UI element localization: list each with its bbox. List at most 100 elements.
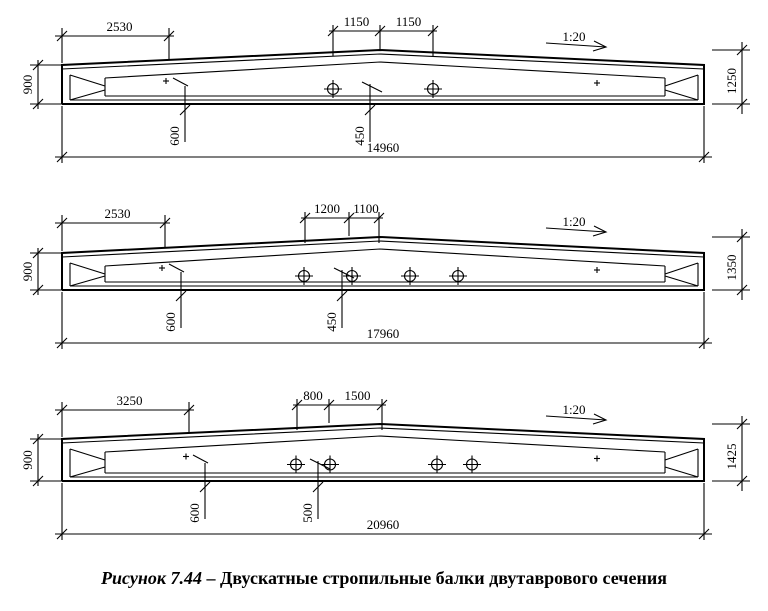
- end-height-label: 900: [20, 450, 35, 470]
- end-left-haunch-bot: [69, 275, 106, 287]
- slope-arrow-head: [592, 40, 608, 52]
- top-flange-inner: [61, 53, 705, 70]
- web-top-line: [104, 61, 666, 79]
- slope-label: 1:20: [562, 214, 585, 229]
- web-hole-1: [324, 80, 342, 98]
- mid-height-tick-bot: [736, 284, 748, 296]
- length-dim-tick-2: [698, 151, 710, 163]
- top-dim-tick-3: [427, 25, 439, 37]
- top-flange-inner: [61, 240, 705, 258]
- left-dim-tick-1: [56, 217, 68, 229]
- leader-2-label: 450: [352, 126, 367, 146]
- leader-2-tick: [312, 481, 324, 493]
- left-dim-label: 3250: [117, 393, 143, 408]
- leader-2-label: 500: [300, 503, 315, 523]
- top-dim-label-2: 1100: [353, 201, 379, 216]
- mid-height-tick-bot: [736, 98, 748, 110]
- leader-1-label: 600: [167, 126, 182, 146]
- end-right-haunch-bot: [664, 466, 699, 478]
- end-height-tick-bot: [32, 98, 44, 110]
- length-dim-tick-1: [56, 528, 68, 540]
- mid-height-label: 1250: [724, 68, 739, 94]
- end-right-haunch-top: [664, 448, 699, 461]
- beam-outline: [61, 422, 705, 482]
- leader-2-tick: [364, 104, 376, 116]
- top-dim-tick-2: [323, 399, 335, 411]
- mid-height-tick-bot: [736, 475, 748, 487]
- mid-height-tick-top: [736, 44, 748, 56]
- web-top-line: [104, 435, 666, 453]
- slope-label: 1:20: [562, 29, 585, 44]
- top-dim-tick-2: [343, 212, 355, 224]
- end-height-tick-bot: [32, 284, 44, 296]
- top-dim-label-2: 1150: [396, 14, 422, 29]
- end-left-haunch-top: [69, 448, 106, 461]
- web-hole-4: [449, 267, 467, 285]
- length-label: 14960: [367, 140, 400, 155]
- end-height-tick-top: [32, 247, 44, 259]
- mid-height-tick-top: [736, 231, 748, 243]
- slope-label: 1:20: [562, 402, 585, 417]
- slope-arrow-shaft: [545, 42, 607, 48]
- end-right-haunch-top: [664, 74, 699, 87]
- top-dim-label-1: 800: [303, 388, 323, 403]
- top-dim-tick-1: [327, 25, 339, 37]
- leader-2-top: [361, 81, 383, 93]
- leader-1-label: 600: [163, 312, 178, 332]
- end-height-label: 900: [20, 75, 35, 95]
- top-flange-inner: [61, 427, 705, 444]
- insert-mark-2: [594, 455, 600, 462]
- web-hole-1: [295, 267, 313, 285]
- web-hole-1: [287, 455, 305, 474]
- left-dim-tick-1: [56, 404, 68, 416]
- leader-1-top: [168, 263, 185, 273]
- leader-1-tick: [175, 290, 187, 302]
- insert-mark-2: [594, 80, 600, 86]
- caption-label: Рисунок 7.44: [101, 568, 203, 588]
- end-right-haunch-bot: [664, 89, 699, 101]
- end-right-haunch-top: [664, 262, 699, 275]
- top-dim-label-1: 1150: [344, 14, 370, 29]
- top-dim-label-2: 1500: [345, 388, 371, 403]
- end-left-haunch-bot: [69, 89, 106, 101]
- leader-1-top: [172, 77, 189, 87]
- leader-2-label: 450: [324, 312, 339, 332]
- top-dim-tick-2: [374, 25, 386, 37]
- length-label: 17960: [367, 326, 400, 341]
- end-height-tick-top: [32, 59, 44, 71]
- web-hole-2: [424, 80, 442, 98]
- slope-arrow-shaft: [545, 415, 607, 421]
- end-height-label: 900: [20, 262, 35, 282]
- end-left-haunch-top: [69, 74, 106, 87]
- insert-mark-1: [183, 453, 189, 460]
- leader-1-label: 600: [187, 503, 202, 523]
- leader-1-tick: [199, 481, 211, 493]
- length-dim-tick-2: [698, 528, 710, 540]
- caption-text: Двускатные стропильные балки двутавровог…: [220, 568, 667, 588]
- length-dim-tick-1: [56, 337, 68, 349]
- top-dim-label-1: 1200: [314, 201, 340, 216]
- insert-mark-1: [159, 265, 165, 271]
- mid-height-label: 1350: [724, 255, 739, 281]
- left-dim-tick-2: [159, 217, 171, 229]
- insert-mark-1: [163, 78, 169, 84]
- leader-2-top: [309, 458, 331, 470]
- end-left-haunch-bot: [69, 466, 106, 478]
- insert-mark-2: [594, 267, 600, 273]
- web-hole-2: [321, 455, 339, 474]
- length-dim-tick-2: [698, 337, 710, 349]
- web-hole-3: [428, 455, 446, 474]
- web-hole-3: [401, 267, 419, 285]
- top-dim-tick-1: [299, 212, 311, 224]
- top-dim-tick-3: [376, 399, 388, 411]
- slope-arrow-head: [592, 413, 608, 425]
- length-label: 20960: [367, 517, 400, 532]
- end-right-haunch-bot: [664, 275, 699, 287]
- length-dim-tick-1: [56, 151, 68, 163]
- slope-arrow-shaft: [545, 227, 607, 233]
- figure-caption: Рисунок 7.44 – Двускатные стропильные ба…: [0, 568, 768, 589]
